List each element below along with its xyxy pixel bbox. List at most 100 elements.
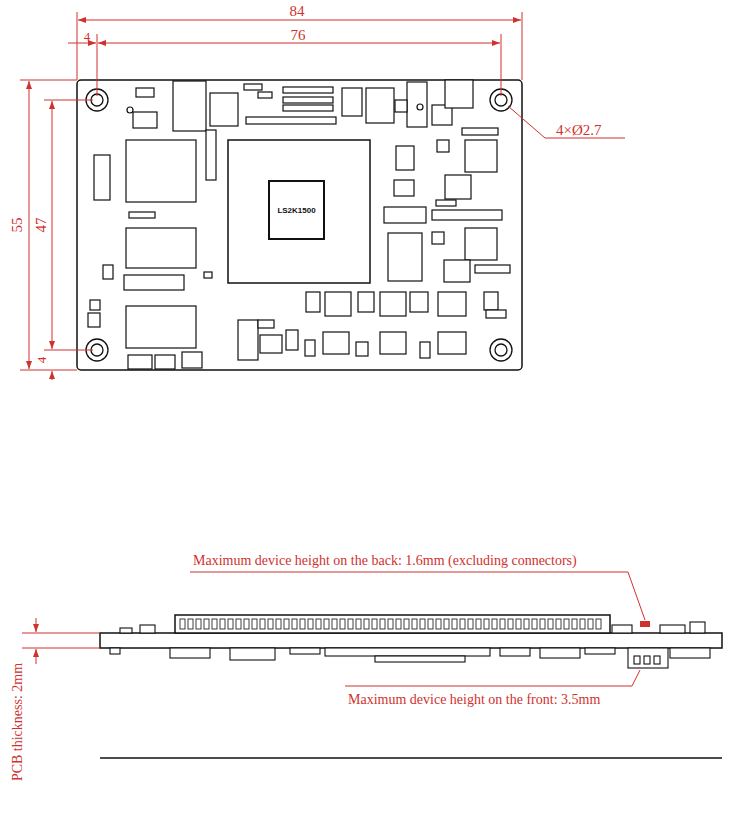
component <box>90 300 100 310</box>
component <box>283 105 333 111</box>
pin <box>220 619 225 629</box>
hole <box>495 344 507 356</box>
pin <box>268 619 273 629</box>
pin <box>634 656 640 664</box>
component <box>258 92 272 98</box>
dimension: 47 <box>34 218 49 233</box>
pin <box>340 619 345 629</box>
fiducial <box>417 104 423 110</box>
component <box>286 330 298 350</box>
pin <box>420 619 425 629</box>
pin <box>244 619 249 629</box>
component <box>366 88 394 123</box>
component <box>612 625 632 633</box>
component <box>128 355 152 369</box>
component <box>342 88 362 116</box>
component <box>500 648 530 656</box>
component <box>432 232 444 244</box>
component <box>465 140 497 172</box>
component <box>465 228 497 260</box>
component <box>129 212 155 218</box>
pin <box>252 619 257 629</box>
pin <box>188 619 193 629</box>
component <box>380 332 406 354</box>
dimension: 4 <box>84 30 91 43</box>
hole-pad <box>490 339 512 361</box>
dimension: 55 <box>10 218 25 233</box>
component <box>396 146 414 170</box>
pin <box>444 619 449 629</box>
dimension: 84 <box>290 4 305 19</box>
pcb-outline <box>77 80 522 370</box>
pin <box>436 619 441 629</box>
component <box>540 648 580 658</box>
pin <box>180 619 185 629</box>
component <box>660 625 685 633</box>
component <box>244 84 262 90</box>
component <box>170 648 210 658</box>
board-connector <box>175 615 610 633</box>
component <box>126 228 196 268</box>
pin <box>564 619 569 629</box>
component <box>305 340 315 356</box>
component <box>306 292 320 312</box>
pin <box>204 619 209 629</box>
component <box>140 625 155 633</box>
component <box>238 320 258 360</box>
component <box>206 130 216 180</box>
pin <box>300 619 305 629</box>
dimension-lines <box>20 12 625 380</box>
pin <box>364 619 369 629</box>
component <box>407 82 427 127</box>
component <box>124 275 184 290</box>
pin <box>316 619 321 629</box>
pin <box>284 619 289 629</box>
component <box>182 352 202 368</box>
pcb-side <box>100 633 722 648</box>
component <box>103 265 113 279</box>
pin <box>348 619 353 629</box>
pin <box>452 619 457 629</box>
pin <box>468 619 473 629</box>
callout-lines <box>22 572 645 686</box>
pin <box>532 619 537 629</box>
component <box>126 306 196 348</box>
component <box>388 233 422 281</box>
component <box>395 100 407 112</box>
component <box>436 200 456 206</box>
component <box>438 332 466 354</box>
pin <box>388 619 393 629</box>
base-line <box>100 757 722 759</box>
component <box>380 292 406 316</box>
component <box>290 648 320 654</box>
pin <box>644 656 650 664</box>
component <box>155 355 175 369</box>
component <box>445 80 473 108</box>
pin <box>212 619 217 629</box>
component <box>628 648 668 668</box>
dimension: 76 <box>291 28 306 43</box>
pin <box>500 619 505 629</box>
component <box>438 292 466 316</box>
component <box>204 272 212 278</box>
pin <box>596 619 601 629</box>
component <box>173 81 206 131</box>
component <box>133 112 157 128</box>
soc-package <box>228 140 370 283</box>
component <box>110 648 120 654</box>
height-mark <box>640 621 650 627</box>
component <box>445 175 471 199</box>
component <box>444 260 470 282</box>
component <box>126 140 196 202</box>
component <box>230 648 275 660</box>
chip-box: LS2K1500 <box>268 180 325 240</box>
component <box>356 342 368 356</box>
pin <box>484 619 489 629</box>
pin <box>292 619 297 629</box>
note-text: Maximum device height on the back: 1.6mm… <box>193 554 577 568</box>
chip-marking: LS2K1500 <box>277 206 315 215</box>
component <box>258 320 274 328</box>
pin <box>428 619 433 629</box>
pin <box>308 619 313 629</box>
